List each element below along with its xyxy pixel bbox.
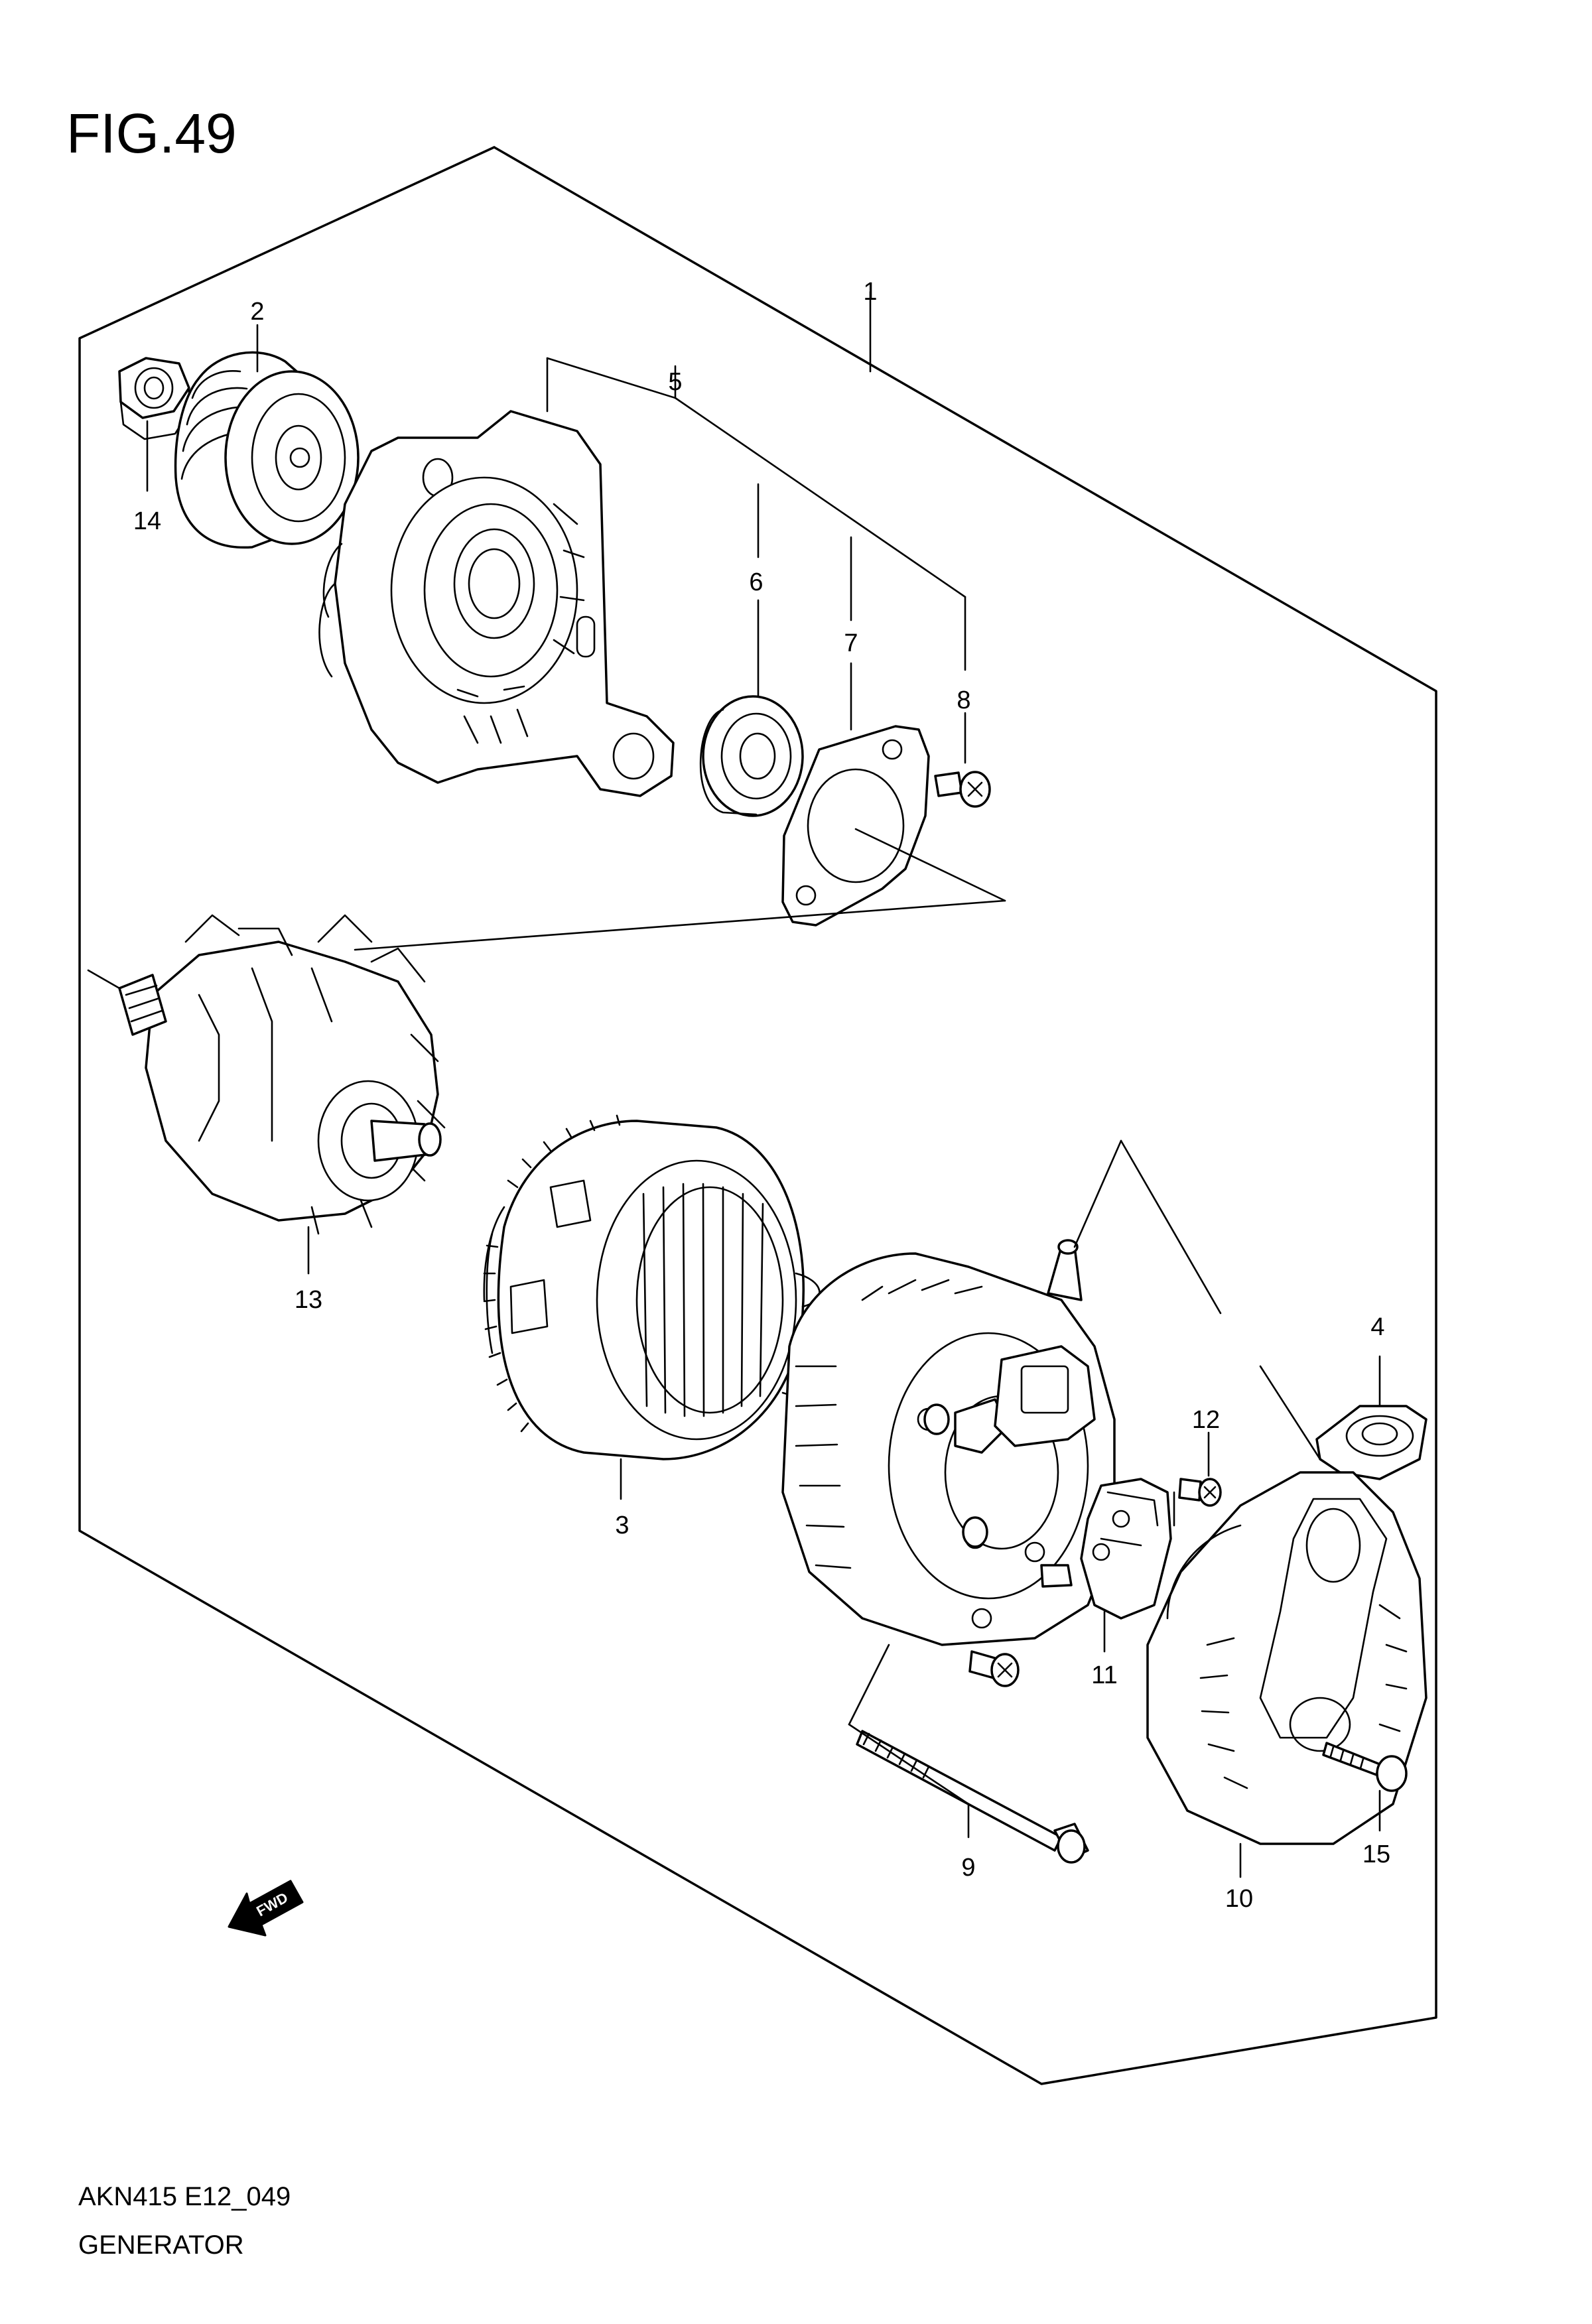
screw-part (934, 771, 991, 808)
bearing-part (699, 695, 804, 817)
callout-4: 4 (1370, 1313, 1384, 1341)
callout-2: 2 (250, 298, 264, 326)
figure-code: AKN415 E12_049 (78, 2182, 291, 2211)
cover-bolt-part (1322, 1742, 1408, 1792)
callout-11: 11 (1091, 1661, 1117, 1689)
through-bolt-part (856, 1730, 1089, 1864)
rear-screw-part (968, 1650, 1020, 1687)
rear-housing-part (781, 1239, 1116, 1646)
front-housing-part (318, 410, 675, 797)
callout-8: 8 (957, 686, 970, 714)
callout-10: 10 (1225, 1885, 1253, 1913)
callout-3: 3 (615, 1512, 629, 1539)
stator-part (483, 1114, 821, 1460)
callout-1: 1 (863, 278, 877, 306)
regulator-screw-part (1178, 1478, 1222, 1507)
nut-part (118, 357, 190, 440)
assembly-outline (78, 146, 1437, 2085)
retainer-plate-part (781, 725, 930, 927)
callout-6: 6 (749, 568, 763, 596)
callout-14: 14 (133, 507, 161, 535)
rotor-part (118, 914, 446, 1235)
callout-labels: 1 2 3 4 5 6 7 8 9 10 11 12 13 14 15 (133, 278, 1390, 1913)
callout-12: 12 (1192, 1406, 1220, 1434)
pulley-part (174, 351, 360, 549)
fwd-arrow-icon: FWD (228, 1880, 304, 1937)
callout-13: 13 (295, 1286, 322, 1314)
figure-name: GENERATOR (78, 2230, 244, 2260)
callout-9: 9 (961, 1854, 975, 1882)
regulator-part (1080, 1478, 1172, 1620)
callout-7: 7 (844, 629, 858, 657)
figure-title: FIG.49 (66, 102, 237, 164)
callout-15: 15 (1362, 1840, 1390, 1868)
brush-cap-part (1315, 1405, 1427, 1480)
leader-lines (87, 290, 1381, 1878)
callout-5: 5 (668, 368, 682, 396)
rear-cover-part (1146, 1471, 1427, 1845)
